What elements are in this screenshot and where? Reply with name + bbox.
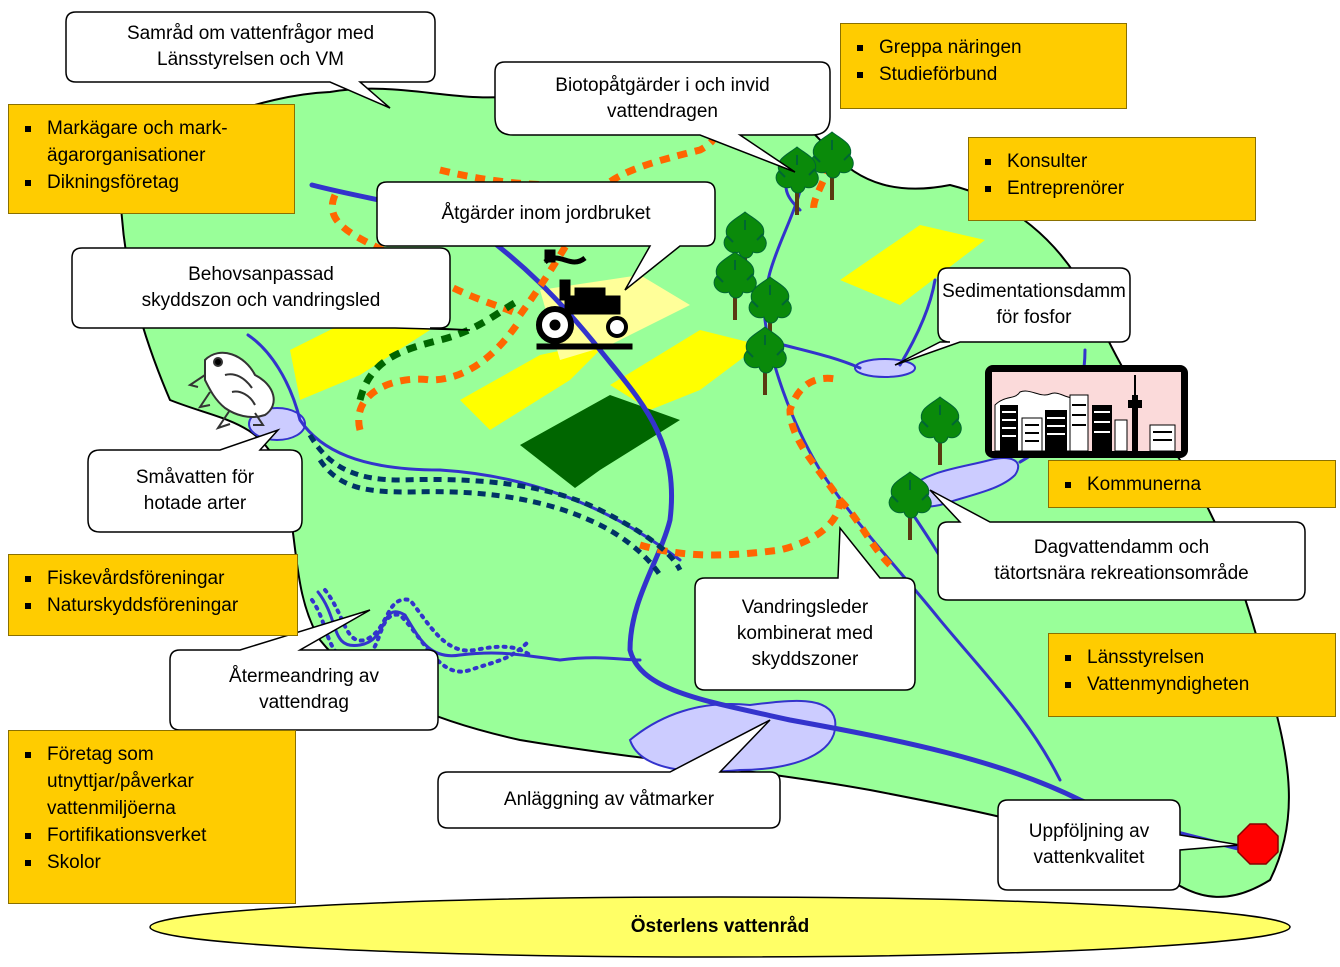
- org-item: Fiskevårdsföreningar: [25, 565, 287, 592]
- callout-vandringsleder: Vandringsleder kombinerat med skyddszone…: [736, 597, 874, 670]
- org-item: Vattenmyndigheten: [1065, 671, 1325, 698]
- callout-atermeandring: Återmeandring av vattendrag: [229, 666, 379, 713]
- org-item: Företag som utnyttjar/påverkar vattenmil…: [25, 741, 247, 822]
- footer-title: Österlens vattenråd: [630, 916, 810, 937]
- callout-sedimentationsdamm: Sedimentationsdamm för fosfor: [942, 281, 1126, 328]
- callout-smavatten: Småvatten för hotade arter: [135, 467, 255, 514]
- callout-anlaggning: Anläggning av våtmarker: [503, 789, 715, 810]
- org-box-kommunerna: Kommunerna: [1048, 460, 1336, 508]
- org-item: Studieförbund: [857, 61, 1116, 88]
- org-item: Fortifikationsverket: [25, 822, 285, 849]
- org-item: Markägare och mark-ägarorganisationer: [25, 115, 277, 169]
- speech-bubbles: [65, 11, 1306, 891]
- org-box-greppa: Greppa näringen Studieförbund: [840, 23, 1127, 109]
- callout-samrad: Samråd om vattenfrågor med Länsstyrelsen…: [126, 23, 375, 70]
- org-item: Skolor: [25, 849, 285, 876]
- org-item: Konsulter: [985, 148, 1245, 175]
- city-icon: [985, 365, 1188, 458]
- org-box-markagare: Markägare och mark-ägarorganisationer Di…: [8, 104, 295, 214]
- org-box-lansstyrelsen: Länsstyrelsen Vattenmyndigheten: [1048, 633, 1336, 717]
- org-item: Länsstyrelsen: [1065, 644, 1325, 671]
- org-item: Entreprenörer: [985, 175, 1245, 202]
- org-box-foretag: Företag som utnyttjar/påverkar vattenmil…: [8, 730, 296, 904]
- frog-icon: [187, 351, 275, 430]
- navy-path: [307, 433, 683, 577]
- tractor-icon: [536, 249, 633, 350]
- callout-biotop: Biotopåtgärder i och invid vattendragen: [555, 74, 770, 122]
- org-item: Greppa näringen: [857, 34, 1116, 61]
- stop-octagon-icon: [1237, 823, 1279, 865]
- callout-atgarder-jordbruket: Åtgärder inom jordbruket: [441, 203, 651, 224]
- org-item: Naturskyddsföreningar: [25, 592, 287, 619]
- org-box-fiskevard: Fiskevårdsföreningar Naturskyddsförening…: [8, 554, 298, 636]
- callout-behovsanpassad: Behovsanpassad skyddszon och vandringsle…: [141, 264, 381, 311]
- callout-dagvattendamm: Dagvattendamm och tätortsnära rekreation…: [994, 537, 1249, 584]
- org-item: Kommunerna: [1065, 471, 1325, 498]
- callout-uppfoljning: Uppföljning av vattenkvalitet: [1028, 821, 1150, 868]
- footer-ellipse: [149, 896, 1291, 958]
- org-box-konsulter: Konsulter Entreprenörer: [968, 137, 1256, 221]
- org-item: Dikningsföretag: [25, 169, 284, 196]
